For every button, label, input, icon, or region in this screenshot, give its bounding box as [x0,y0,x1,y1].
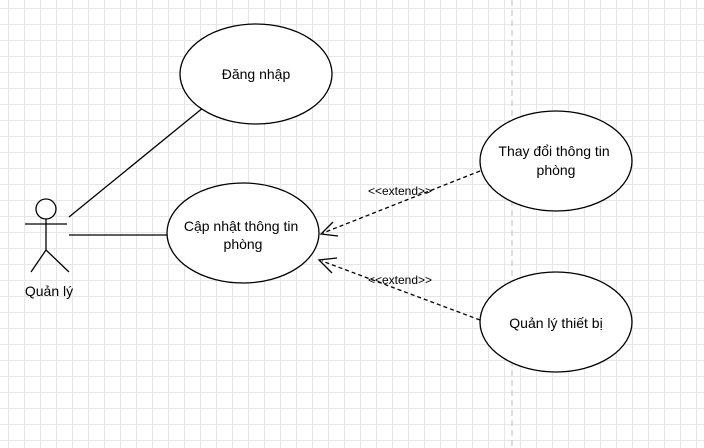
actor-right-leg [45,249,70,273]
extend-manage-devices-arrowhead [317,257,338,274]
use-case-update-room-ellipse [166,182,320,284]
use-case-manage-devices-ellipse [479,271,633,373]
actor-head [35,198,57,220]
use-case-change-room-ellipse [479,110,633,212]
use-case-login[interactable]: Đăng nhập [179,23,333,125]
use-case-login-ellipse [179,23,333,125]
extend-manage-devices-line [321,260,481,321]
use-case-change-room-label: Thay đổi thông tin phòng [498,143,613,178]
actor-label: Quản lý [25,283,73,299]
extend-change-room-label: <<extend>> [368,184,432,198]
extend-change-room-arrowhead [319,221,339,237]
use-case-manage-devices-label: Quản lý thiết bị [509,315,602,331]
association-login [68,106,205,218]
extend-manage-devices: <<extend>> [317,257,481,321]
actor-left-leg [30,249,47,273]
use-case-update-room[interactable]: Cập nhật thông tin phòng [166,182,320,284]
extend-change-room: <<extend>> [319,170,481,237]
use-case-login-label: Đăng nhập [222,66,291,82]
use-case-change-room[interactable]: Thay đổi thông tin phòng [479,110,633,212]
use-case-update-room-label: Cập nhật thông tin phòng [184,218,302,252]
use-case-manage-devices[interactable]: Quản lý thiết bị [479,271,633,373]
extend-change-room-line [322,170,481,234]
actor-quan-ly[interactable]: Quản lý [25,198,73,299]
extend-manage-devices-label: <<extend>> [368,273,432,287]
